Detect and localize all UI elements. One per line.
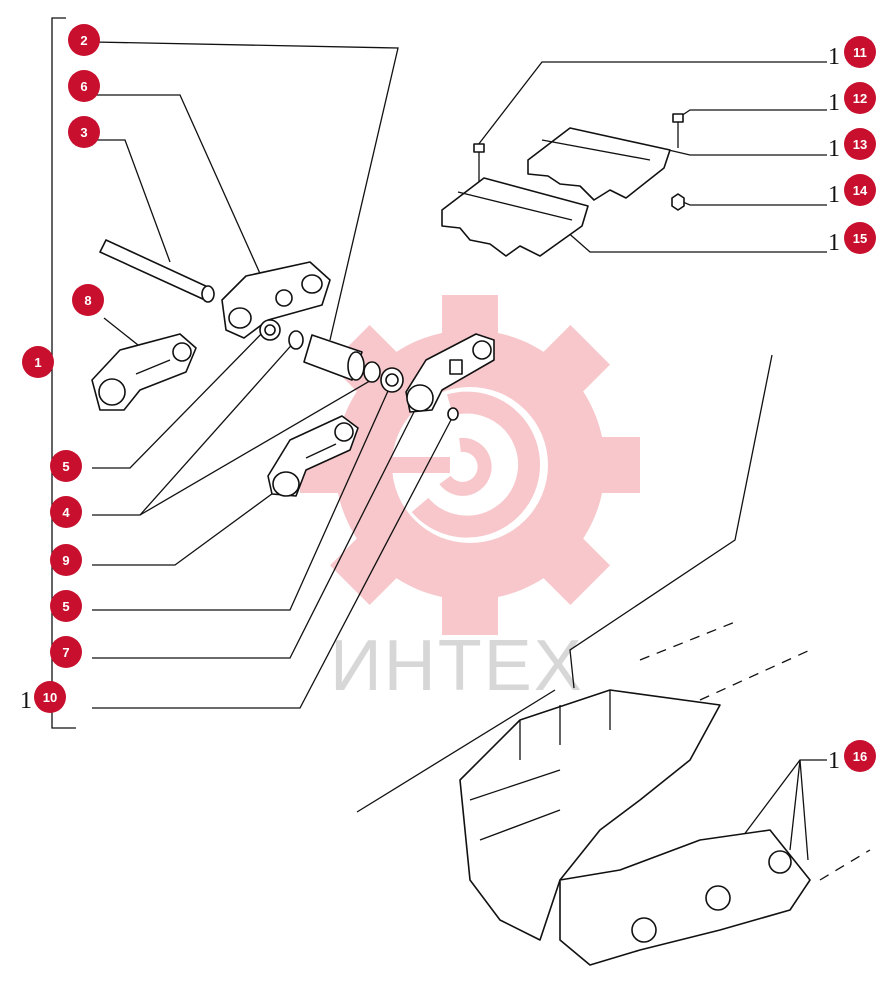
- bolt-right: [672, 113, 684, 148]
- callouts: 1 2 3 4 5 5 6 7: [20, 24, 876, 774]
- seal-ring-lower-inner: [385, 373, 399, 387]
- track-pin: [99, 239, 215, 303]
- callout-5-upper[interactable]: 5: [50, 450, 82, 482]
- callout-1[interactable]: 1: [22, 346, 54, 378]
- track-link-upper: [221, 261, 331, 339]
- svg-text:1: 1: [828, 44, 840, 70]
- callout-4[interactable]: 4: [50, 496, 82, 528]
- callout-11[interactable]: 1 11: [828, 36, 876, 70]
- gear-logo-icon: [300, 295, 640, 635]
- svg-text:5: 5: [62, 599, 69, 614]
- svg-text:1: 1: [828, 136, 840, 162]
- svg-text:5: 5: [62, 459, 69, 474]
- callout-12[interactable]: 1 12: [828, 82, 876, 116]
- svg-text:12: 12: [853, 91, 867, 106]
- watermark-text: ИНТЕХ: [330, 626, 584, 706]
- parts: [91, 113, 871, 966]
- assembly-bracket: [51, 17, 76, 729]
- track-link-left: [91, 333, 197, 411]
- callout-8[interactable]: 8: [72, 284, 104, 316]
- dowel: [447, 407, 459, 421]
- svg-text:2: 2: [80, 33, 87, 48]
- svg-text:10: 10: [43, 690, 57, 705]
- callout-10[interactable]: 1 10: [20, 681, 66, 714]
- callout-5-lower[interactable]: 5: [50, 590, 82, 622]
- bushing: [303, 334, 365, 381]
- track-link-lower: [267, 415, 359, 497]
- callout-9[interactable]: 9: [50, 544, 82, 576]
- svg-text:16: 16: [853, 749, 867, 764]
- svg-text:4: 4: [62, 505, 70, 520]
- ring-left: [288, 330, 304, 350]
- callout-16[interactable]: 1 16: [828, 740, 876, 774]
- svg-text:15: 15: [853, 231, 867, 246]
- svg-text:1: 1: [20, 688, 32, 714]
- seal-ring-inner: [264, 324, 276, 336]
- svg-text:8: 8: [84, 293, 91, 308]
- svg-text:6: 6: [80, 79, 87, 94]
- svg-text:9: 9: [62, 553, 69, 568]
- watermark: ИНТЕХ: [300, 295, 640, 706]
- callout-2[interactable]: 2: [68, 24, 100, 56]
- svg-text:1: 1: [828, 748, 840, 774]
- svg-text:1: 1: [828, 182, 840, 208]
- callout-6[interactable]: 6: [68, 70, 100, 102]
- svg-text:14: 14: [853, 183, 868, 198]
- callout-15[interactable]: 1 15: [828, 222, 876, 256]
- svg-text:7: 7: [62, 645, 69, 660]
- svg-text:11: 11: [853, 45, 867, 60]
- callout-7[interactable]: 7: [50, 636, 82, 668]
- svg-text:1: 1: [828, 90, 840, 116]
- svg-text:1: 1: [34, 355, 41, 370]
- ring-right: [363, 361, 381, 383]
- callout-3[interactable]: 3: [68, 116, 100, 148]
- bolt-left: [473, 143, 485, 182]
- callout-14[interactable]: 1 14: [828, 174, 876, 208]
- svg-text:3: 3: [80, 125, 87, 140]
- track-shoe-lower: [441, 177, 589, 257]
- svg-text:13: 13: [853, 137, 867, 152]
- track-link-right: [405, 333, 495, 413]
- track-assembly: [459, 619, 871, 966]
- track-shoe-upper: [527, 127, 671, 201]
- svg-text:1: 1: [828, 230, 840, 256]
- nut: [671, 193, 685, 211]
- callout-13[interactable]: 1 13: [828, 128, 876, 162]
